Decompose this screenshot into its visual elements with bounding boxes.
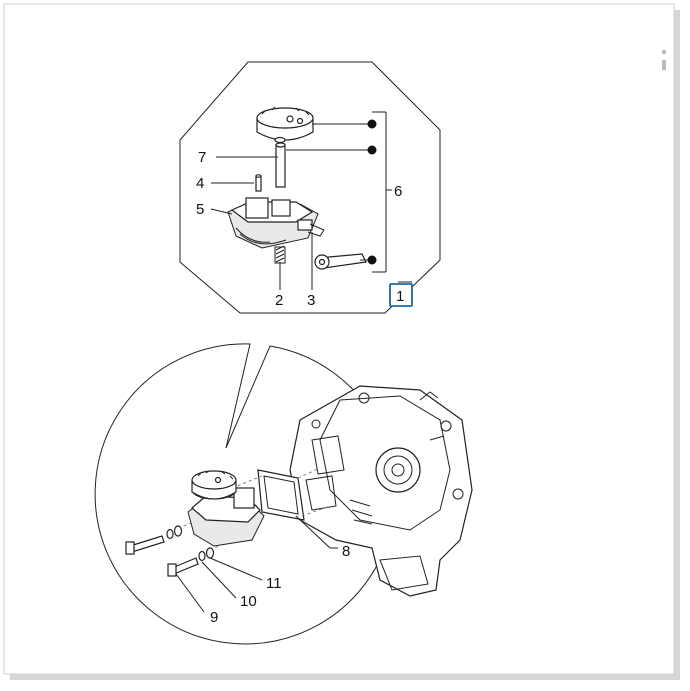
dowel-pin — [255, 174, 262, 192]
label-1: 1 — [396, 288, 404, 305]
group-bracket — [286, 111, 392, 273]
group-dot — [367, 255, 377, 265]
lever-arm — [314, 253, 367, 270]
detail-assembly — [210, 106, 412, 290]
washer-10 — [198, 550, 206, 562]
label-6: 6 — [394, 183, 402, 200]
gasket — [257, 469, 305, 521]
drive-shaft — [275, 142, 286, 188]
group-dot — [367, 145, 377, 155]
label-8: 8 — [342, 543, 350, 560]
corner-marks — [662, 50, 666, 70]
label-3: 3 — [307, 292, 315, 309]
pump-body — [227, 197, 325, 249]
washer — [274, 136, 286, 144]
pump-assembly-installed — [187, 470, 265, 547]
label-9: 9 — [210, 609, 218, 626]
bolt-upper — [125, 525, 183, 555]
label-10: 10 — [240, 593, 257, 610]
label-11: 11 — [266, 575, 282, 592]
engine-crankcase — [289, 385, 473, 597]
bubble-labels: 7 4 5 2 3 6 1 — [196, 149, 413, 309]
label-2: 2 — [275, 292, 283, 309]
lower-labels: 8 11 10 9 — [210, 543, 350, 626]
lower-leaders — [175, 515, 338, 613]
label-5: 5 — [196, 201, 204, 218]
washer-11 — [205, 547, 215, 559]
bolt-lower — [167, 547, 215, 577]
label-1-highlight-box — [389, 283, 413, 307]
label-7: 7 — [198, 149, 206, 166]
label-4: 4 — [196, 175, 204, 192]
pump-rotor-gear — [256, 106, 314, 141]
page-frame — [3, 3, 680, 680]
detail-frame — [179, 61, 441, 314]
group-dot — [367, 119, 377, 129]
